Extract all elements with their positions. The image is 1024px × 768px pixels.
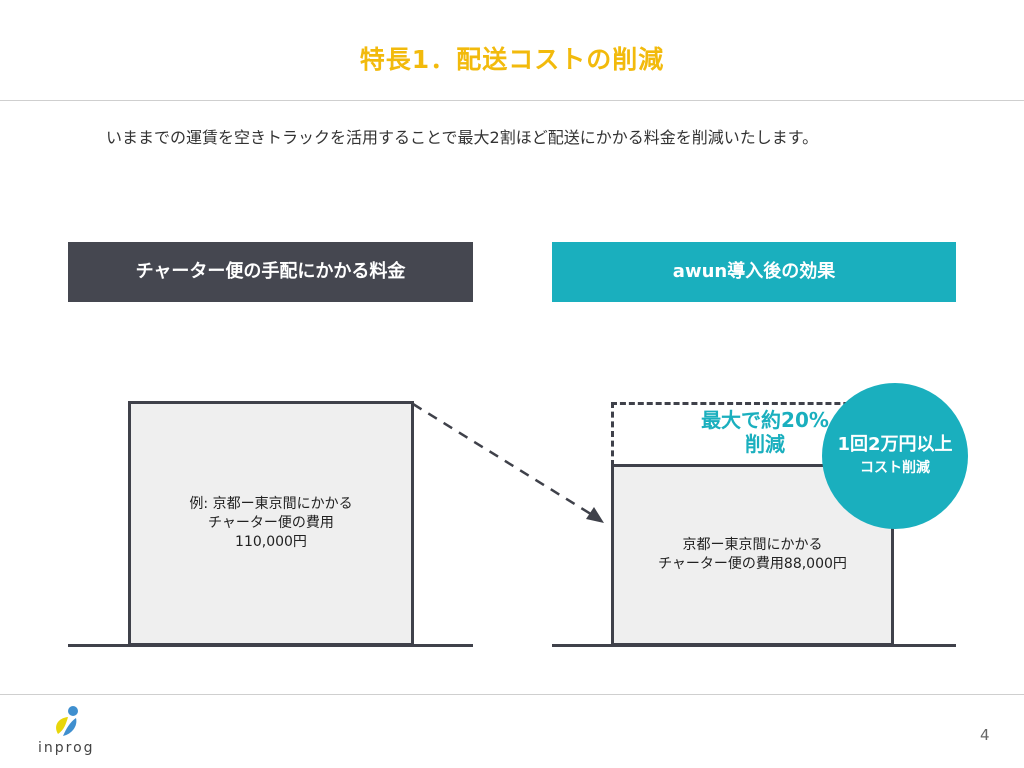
page-title: 特長1．配送コストの削減 (359, 45, 665, 74)
right-cost-text: 京都ー東京間にかかる チャーター便の費用88,000円 (658, 536, 847, 574)
right-cost-line-1: 京都ー東京間にかかる (682, 537, 823, 553)
inprog-logo-icon (56, 706, 78, 736)
right-panel-header: awun導入後の効果 (552, 242, 956, 302)
brand-name: inprog (38, 740, 95, 756)
right-cost-line-2: チャーター便の費用88,000円 (658, 556, 847, 572)
reduction-line-1: 最大で約20% (701, 408, 829, 432)
bottom-divider (0, 694, 1024, 695)
dashed-arrow-line (412, 402, 595, 518)
left-cost-text: 例: 京都ー東京間にかかる チャーター便の費用 110,000円 (189, 495, 352, 552)
top-divider (0, 100, 1024, 101)
page-number: 4 (980, 726, 990, 744)
left-cost-box: 例: 京都ー東京間にかかる チャーター便の費用 110,000円 (128, 401, 414, 646)
left-panel-header: チャーター便の手配にかかる料金 (68, 242, 473, 302)
intro-text: いままでの運賃を空きトラックを活用することで最大2割ほど配送にかかる料金を削減い… (106, 128, 819, 147)
savings-badge-sub: コスト削減 (860, 460, 930, 476)
arrow-head (586, 507, 604, 523)
left-cost-line-1: 例: 京都ー東京間にかかる (189, 496, 353, 512)
left-cost-line-2: チャーター便の費用 (208, 515, 334, 531)
reduction-label: 最大で約20% 削減 (680, 408, 850, 456)
savings-badge-main: 1回2万円以上 (837, 434, 953, 455)
left-cost-line-3: 110,000円 (235, 534, 307, 550)
reduction-line-2: 削減 (745, 432, 785, 456)
savings-badge: 1回2万円以上 コスト削減 (822, 383, 968, 529)
